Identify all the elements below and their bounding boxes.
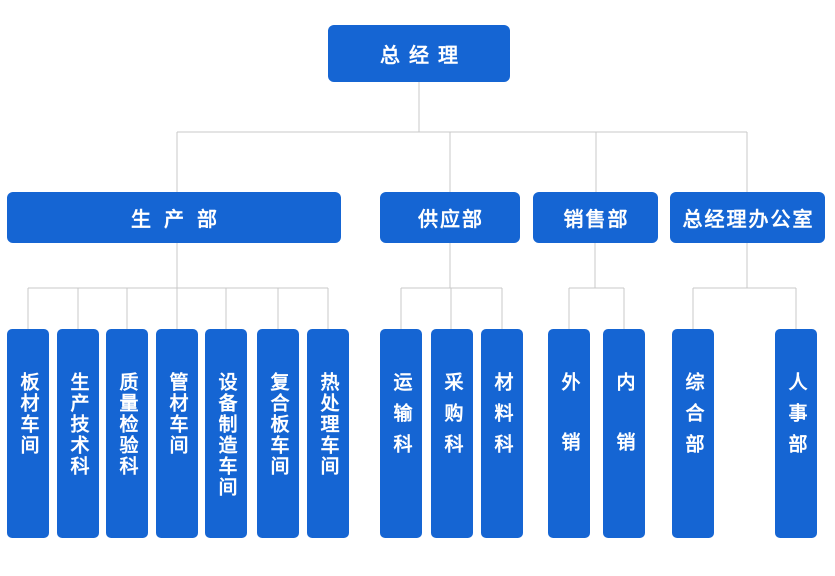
node-composite-plate-workshop: 复合板车间 xyxy=(257,329,299,538)
node-equipment-manufacturing-workshop: 设备制造车间 xyxy=(205,329,247,538)
node-label: 生产部 xyxy=(131,209,230,231)
node-label: 总经理 xyxy=(380,45,467,67)
node-domestic-sales: 内销 xyxy=(603,329,645,538)
node-label: 管材车间 xyxy=(166,372,188,456)
node-general-affairs-dept: 综合部 xyxy=(672,329,714,538)
node-pipe-workshop: 管材车间 xyxy=(156,329,198,538)
node-label: 外销 xyxy=(558,372,580,492)
node-label: 材料科 xyxy=(491,372,513,465)
node-heat-treatment-workshop: 热处理车间 xyxy=(307,329,349,538)
node-production-tech-section: 生产技术科 xyxy=(57,329,99,538)
node-export-sales: 外销 xyxy=(548,329,590,538)
node-label: 人事部 xyxy=(785,372,807,465)
node-label: 设备制造车间 xyxy=(215,372,237,498)
node-label: 综合部 xyxy=(682,372,704,465)
node-quality-inspection-section: 质量检验科 xyxy=(106,329,148,538)
node-label: 热处理车间 xyxy=(317,372,339,477)
node-general-manager: 总经理 xyxy=(328,25,510,82)
node-label: 内销 xyxy=(613,372,635,492)
node-label: 生产技术科 xyxy=(67,372,89,477)
node-label: 板材车间 xyxy=(17,372,39,456)
node-production-dept: 生产部 xyxy=(7,192,341,243)
node-label: 供应部 xyxy=(418,209,484,231)
node-materials-section: 材料科 xyxy=(481,329,523,538)
node-hr-dept: 人事部 xyxy=(775,329,817,538)
node-label: 运输科 xyxy=(390,372,412,465)
node-label: 销售部 xyxy=(563,209,630,231)
node-label: 质量检验科 xyxy=(116,372,138,477)
node-label: 总经理办公室 xyxy=(682,209,815,231)
node-label: 采购科 xyxy=(441,372,463,465)
node-label: 复合板车间 xyxy=(267,372,289,477)
connector-path xyxy=(27,82,797,329)
node-sales-dept: 销售部 xyxy=(533,192,658,243)
node-purchasing-section: 采购科 xyxy=(431,329,473,538)
node-transport-section: 运输科 xyxy=(380,329,422,538)
node-plate-workshop: 板材车间 xyxy=(7,329,49,538)
node-supply-dept: 供应部 xyxy=(380,192,520,243)
node-gm-office: 总经理办公室 xyxy=(670,192,825,243)
